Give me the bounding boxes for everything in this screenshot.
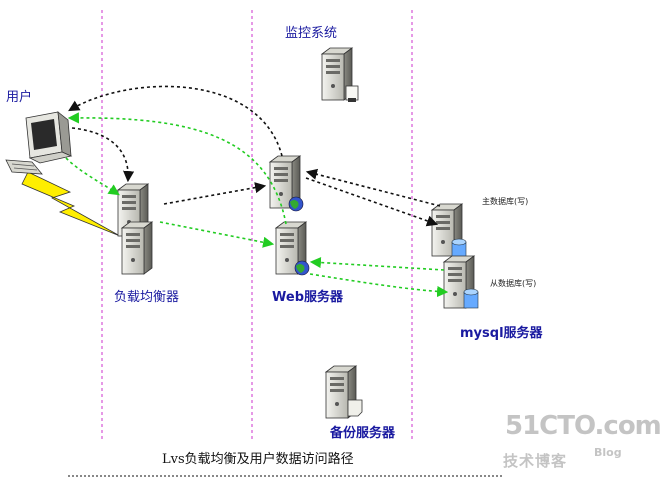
database-icon [463,288,479,309]
label-web-servers: Web服务器 [272,290,343,305]
arrow-web-to-db [305,177,439,227]
master-database-server [431,203,467,259]
monitoring-server-icon [321,47,359,102]
response-paths [65,112,449,298]
arrow-db-to-web [305,168,441,207]
arrow-lb-to-web-green [159,221,275,248]
arrow-web-to-db-green [309,273,449,298]
label-backup-server: 备份服务器 [330,426,396,441]
web-server-1 [269,155,304,212]
diagram-canvas [5,10,504,477]
arrow-db-to-web-green [309,256,445,271]
database-icon [451,238,467,259]
user-computer-icon [5,111,73,175]
arrow-user-to-lb [71,127,135,183]
backup-server-icon [325,365,363,419]
arrow-user-to-lb-green [65,157,120,196]
watermark-logo: 51CTO.com [505,411,661,441]
globe-icon [294,260,310,276]
label-master-db: 主数据库(写) [482,197,529,206]
arrow-web-to-user [68,85,283,157]
arrow-lb-to-web [163,182,267,205]
lightning-bolt-icon [21,171,121,237]
web-server-2 [275,221,310,276]
load-balancer-server-2 [121,221,153,275]
architecture-diagram: 用户 负载均衡器 监控系统 Web服务器 主数据库(写) 从数据库(写) mys… [5,10,661,477]
globe-icon [288,196,304,212]
label-user: 用户 [6,90,33,105]
diagram-caption: Lvs负载均衡及用户数据访问路径 [162,452,354,467]
label-mysql-servers: mysql服务器 [460,326,543,341]
slave-database-server [443,255,479,309]
arrow-web-to-user-green [67,112,287,225]
watermark-blog: Blog [594,446,622,459]
label-monitoring: 监控系统 [285,26,338,41]
label-load-balancer: 负载均衡器 [114,290,180,305]
watermark-subtitle: 技术博客 [503,452,568,470]
request-paths [68,85,441,227]
label-slave-db: 从数据库(写) [490,279,537,288]
